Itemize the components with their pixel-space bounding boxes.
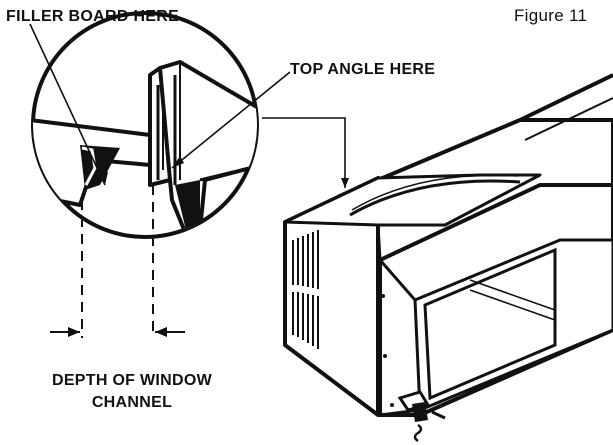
detail-reference-line: [262, 117, 346, 188]
vent-louvers-lower: [292, 292, 319, 349]
top-angle-leader-line: [171, 71, 291, 169]
depth-label-line1: DEPTH OF WINDOW: [51, 372, 213, 389]
depth-dimension-label: DEPTH OF WINDOW CHANNEL: [22, 370, 242, 414]
depth-dimension: [50, 185, 185, 338]
detail-magnifier: [29, 11, 291, 239]
top-angle-callout: TOP ANGLE HERE: [290, 61, 436, 78]
top-angle: [158, 60, 257, 234]
depth-label-line2: CHANNEL: [91, 394, 173, 411]
filler-board-callout: FILLER BOARD HERE: [6, 8, 180, 25]
latch-hardware: [397, 390, 446, 443]
ac-unit: [262, 73, 613, 443]
filler-leader-line: [29, 23, 106, 186]
figure-number: Figure 11: [514, 6, 588, 25]
vent-louvers-upper: [292, 230, 319, 289]
